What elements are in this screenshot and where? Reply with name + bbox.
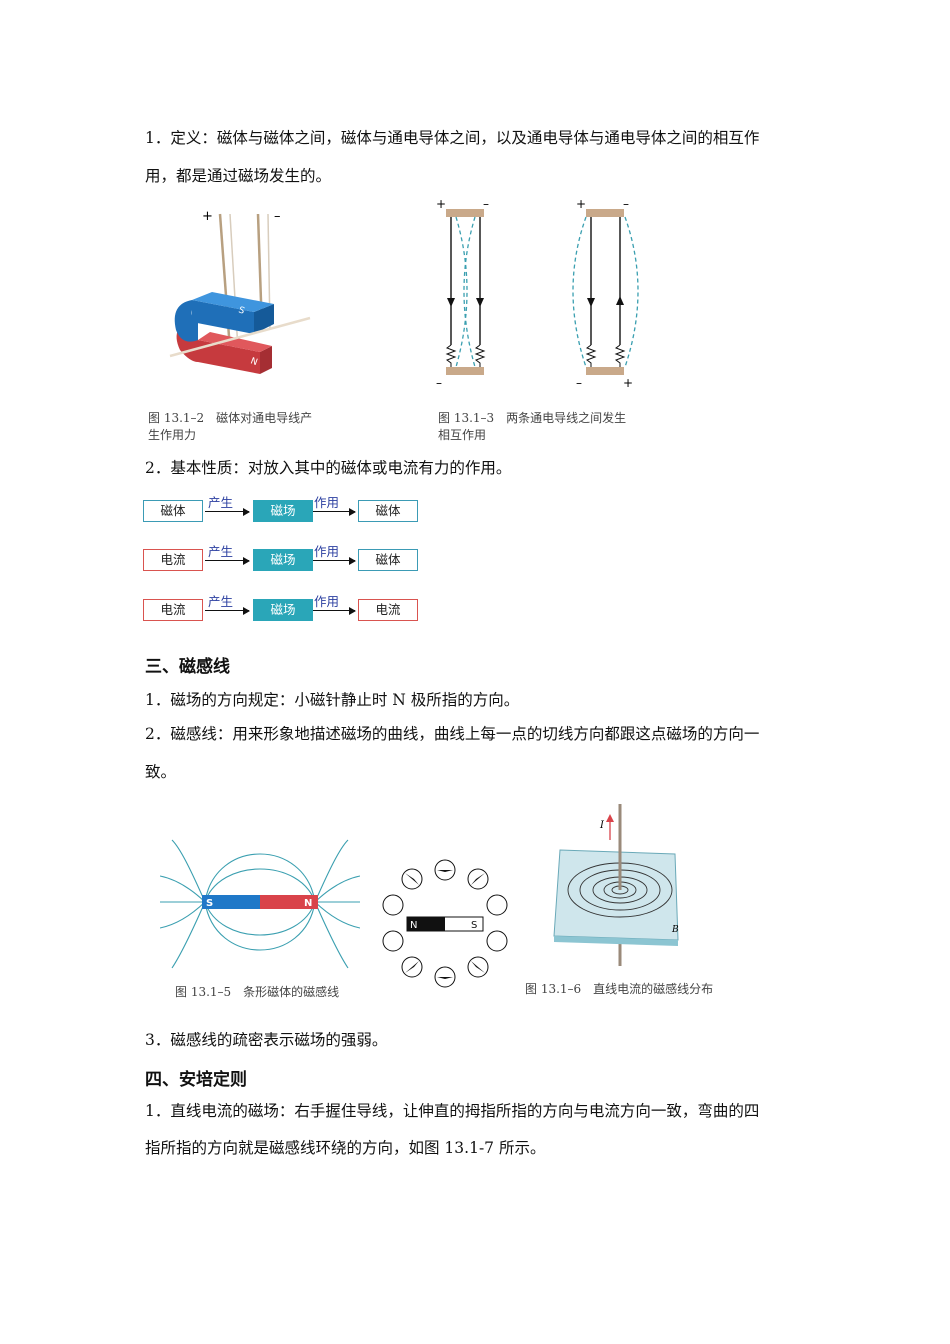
field-lines-def-2: 致。 xyxy=(145,763,177,781)
basic-property: 2．基本性质：对放入其中的磁体或电流有力的作用。 xyxy=(145,459,512,477)
wire-minus-top-2: – xyxy=(623,197,629,211)
parallel-wires-figure: + – – + – – + xyxy=(436,197,639,390)
magnet-n-label: N xyxy=(249,356,259,368)
fig-13-1-2-caption-1: 图 13.1–2 磁体对通电导线产 xyxy=(148,411,313,425)
fig-13-1-6-caption: 图 13.1–6 直线电流的磁感线分布 xyxy=(525,982,714,996)
flow-arrow xyxy=(205,507,250,516)
flow-field-box: 磁场 xyxy=(253,599,313,621)
flow-arrow xyxy=(313,556,356,565)
flow-act-label: 作用 xyxy=(314,495,340,510)
flow-target-box: 磁体 xyxy=(358,549,418,571)
definition-line-1: 1．定义：磁体与磁体之间，磁体与通电导体之间，以及通电导体与通电导体之间的相互作 xyxy=(145,129,760,147)
field-b-label: B xyxy=(671,925,679,935)
flow-arrow xyxy=(205,606,250,615)
wire-minus-top-1: – xyxy=(483,197,489,211)
flow-source-box: 电流 xyxy=(143,549,203,571)
wire-plus-top-2: + xyxy=(576,197,586,211)
magnet-s-label: S xyxy=(237,305,246,316)
compass-ring-figure: N S xyxy=(382,859,508,988)
bar-magnet-s-label: S xyxy=(206,898,213,909)
flow-arrow xyxy=(313,507,356,516)
fig-13-1-2-caption-2: 生作用力 xyxy=(148,428,197,442)
bar-magnet-n-label: N xyxy=(304,898,312,909)
compass-magnet-s-label: S xyxy=(471,920,477,931)
flow-act-label: 作用 xyxy=(314,544,340,559)
flow-produce-label: 产生 xyxy=(208,544,234,559)
current-i-label: I xyxy=(599,820,605,831)
bar-magnet-field-figure: S N xyxy=(160,839,360,969)
flow-produce-label: 产生 xyxy=(208,594,234,609)
flow-act-label: 作用 xyxy=(314,594,340,609)
flow-target-box: 磁体 xyxy=(358,500,418,522)
flow-field-box: 磁场 xyxy=(253,500,313,522)
flow-source-box: 电流 xyxy=(143,599,203,621)
field-lines-def-1: 2．磁感线：用来形象地描述磁场的曲线，曲线上每一点的切线方向都跟这点磁场的方向一 xyxy=(145,725,760,743)
fig-13-1-3-caption-2: 相互作用 xyxy=(438,428,487,442)
flow-field-box: 磁场 xyxy=(253,549,313,571)
horseshoe-magnet-figure: + – S N xyxy=(169,209,311,374)
wire-minus-bottom-1: – xyxy=(436,376,442,390)
wire-plus-bottom-2: + xyxy=(623,376,633,390)
fig-13-1-5-caption: 图 13.1–5 条形磁体的磁感线 xyxy=(175,985,340,999)
flow-source-box: 磁体 xyxy=(143,500,203,522)
compass-magnet-n-label: N xyxy=(410,920,417,931)
density-rule: 3．磁感线的疏密表示磁场的强弱。 xyxy=(145,1031,388,1049)
ampere-rule-line-2: 指所指的方向就是磁感线环绕的方向，如图 13.1-7 所示。 xyxy=(145,1139,546,1157)
plus-sign: + xyxy=(202,209,213,224)
field-direction-rule: 1．磁场的方向规定：小磁针静止时 N 极所指的方向。 xyxy=(145,691,520,709)
section-4-title: 四、安培定则 xyxy=(145,1070,247,1090)
minus-sign: – xyxy=(274,209,281,224)
fig-13-1-3-caption-1: 图 13.1–3 两条通电导线之间发生 xyxy=(438,411,627,425)
section-3-title: 三、磁感线 xyxy=(145,657,230,677)
wire-plus-top-1: + xyxy=(436,197,446,211)
straight-current-field-figure: I B xyxy=(553,804,679,966)
ampere-rule-line-1: 1．直线电流的磁场：右手握住导线，让伸直的拇指所指的方向与电流方向一致，弯曲的四 xyxy=(145,1102,760,1120)
wire-minus-bottom-2: – xyxy=(576,376,582,390)
flow-arrow xyxy=(205,556,250,565)
flow-produce-label: 产生 xyxy=(208,495,234,510)
definition-line-2: 用，都是通过磁场发生的。 xyxy=(145,167,332,185)
flow-target-box: 电流 xyxy=(358,599,418,621)
flow-arrow xyxy=(313,606,356,615)
